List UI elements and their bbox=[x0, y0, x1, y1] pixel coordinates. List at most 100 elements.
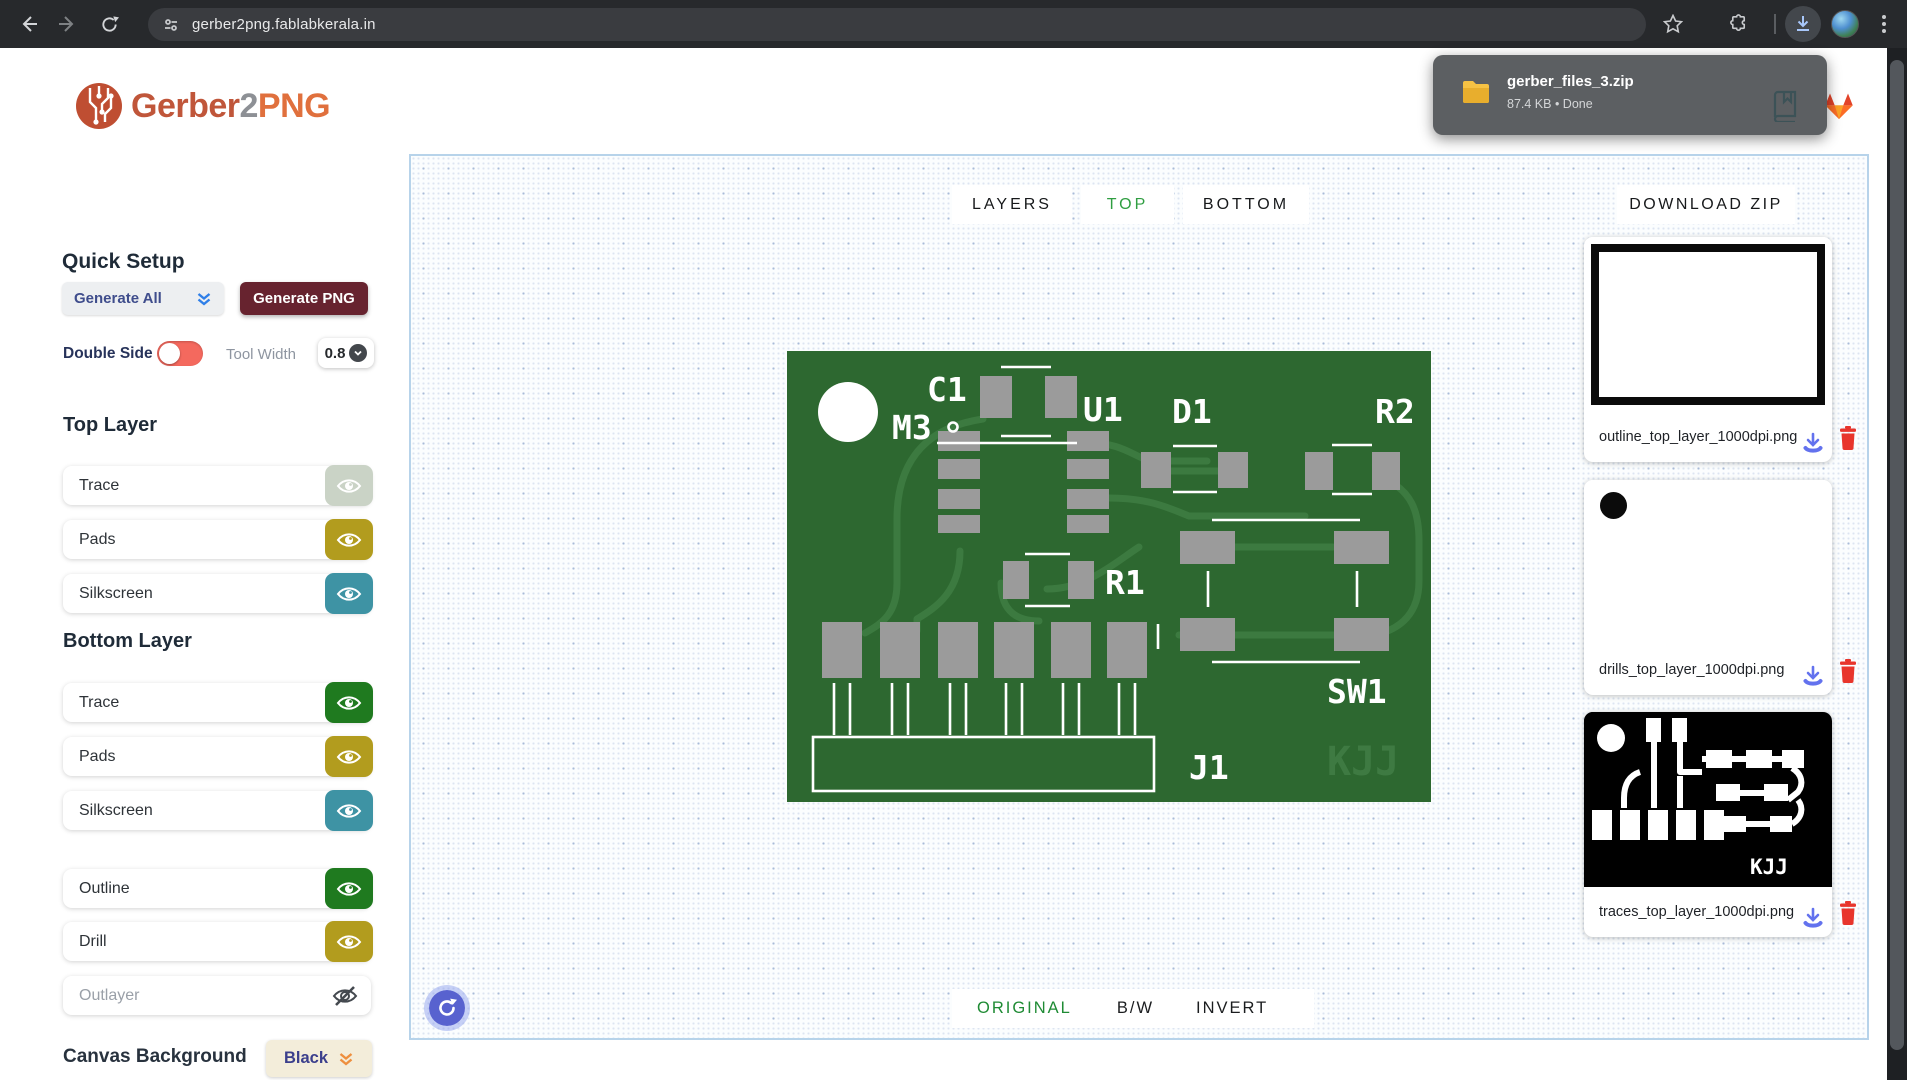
pcb-label-m3: M3 bbox=[892, 408, 932, 447]
download-filename: gerber_files_3.zip bbox=[1507, 73, 1634, 90]
url-text: gerber2png.fablabkerala.in bbox=[192, 16, 376, 33]
eye-icon[interactable] bbox=[325, 790, 373, 831]
trash-icon[interactable] bbox=[1838, 659, 1858, 683]
eye-icon[interactable] bbox=[325, 921, 373, 962]
refresh-icon bbox=[436, 997, 458, 1019]
eye-icon[interactable] bbox=[325, 736, 373, 777]
layer-label: Silkscreen bbox=[79, 801, 153, 819]
eye-icon[interactable] bbox=[325, 868, 373, 909]
folder-icon bbox=[1461, 79, 1491, 105]
pcb-label-j1: J1 bbox=[1189, 748, 1229, 787]
chevron-double-down-icon bbox=[196, 291, 212, 307]
pcb-label-u1: U1 bbox=[1083, 390, 1123, 429]
refresh-button[interactable] bbox=[424, 985, 470, 1031]
download-zip-button[interactable]: DOWNLOAD ZIP bbox=[1617, 185, 1795, 224]
view-tab-bw[interactable]: B/W bbox=[1116, 999, 1155, 1017]
tool-width-value: 0.8 bbox=[324, 344, 346, 362]
layer-row-bottom-pads: Pads bbox=[63, 736, 373, 777]
traces-preview-image[interactable]: KJJ bbox=[1584, 712, 1832, 887]
pcb-label-d1: D1 bbox=[1172, 392, 1212, 431]
app-logo: Gerber2PNG bbox=[75, 82, 331, 130]
canvas-background-value: Black bbox=[283, 1049, 329, 1067]
avatar[interactable] bbox=[1831, 10, 1859, 38]
generate-png-button[interactable]: Generate PNG bbox=[240, 282, 368, 315]
tool-width-label: Tool Width bbox=[226, 346, 297, 363]
file-card-traces: KJJ traces_top_layer_1000dpi.png bbox=[1584, 712, 1856, 937]
layer-label: Outline bbox=[79, 879, 130, 897]
download-file-icon[interactable] bbox=[1802, 432, 1824, 454]
gitlab-icon[interactable] bbox=[1824, 92, 1854, 120]
book-icon[interactable] bbox=[1772, 90, 1798, 122]
star-icon[interactable] bbox=[1658, 0, 1688, 48]
trash-icon[interactable] bbox=[1838, 426, 1858, 450]
pcb-preview-image: C1 M3 U1 D1 R2 R1 SW1 J1 KJJ bbox=[787, 351, 1431, 802]
extensions-icon[interactable] bbox=[1722, 0, 1754, 48]
view-tab-invert[interactable]: INVERT bbox=[1196, 999, 1269, 1017]
scrollbar-thumb[interactable] bbox=[1890, 60, 1904, 1050]
tab-top[interactable]: TOP bbox=[1081, 185, 1174, 224]
traces-watermark: KJJ bbox=[1750, 855, 1788, 879]
url-bar[interactable]: gerber2png.fablabkerala.in bbox=[148, 8, 1646, 41]
chevron-double-down-icon bbox=[338, 1051, 354, 1067]
layer-label: Silkscreen bbox=[79, 584, 153, 602]
generate-all-button[interactable]: Generate All bbox=[62, 282, 224, 315]
download-notification[interactable]: gerber_files_3.zip 87.4 KB • Done bbox=[1433, 55, 1827, 135]
layer-row-drill: Drill bbox=[63, 921, 373, 962]
trash-icon[interactable] bbox=[1838, 901, 1858, 925]
tune-icon[interactable] bbox=[162, 16, 180, 34]
view-tab-original[interactable]: ORIGINAL bbox=[977, 999, 1072, 1017]
top-layer-title: Top Layer bbox=[63, 414, 158, 436]
tool-width-select[interactable]: 0.8 bbox=[318, 338, 374, 368]
double-side-label: Double Side bbox=[63, 345, 153, 362]
pcb-drill-hole bbox=[818, 382, 878, 442]
layer-row-outlayer: Outlayer bbox=[63, 976, 371, 1015]
reload-icon[interactable] bbox=[94, 0, 124, 48]
layer-row-top-silkscreen: Silkscreen bbox=[63, 573, 373, 614]
layer-row-bottom-trace: Trace bbox=[63, 682, 373, 723]
layer-row-outline: Outline bbox=[63, 868, 373, 909]
logo-text: Gerber2PNG bbox=[131, 86, 331, 125]
pcb-watermark-kjj: KJJ bbox=[1327, 739, 1399, 785]
file-name: traces_top_layer_1000dpi.png bbox=[1599, 904, 1795, 920]
outline-preview-image[interactable] bbox=[1584, 237, 1832, 412]
file-card-outline: outline_top_layer_1000dpi.png bbox=[1584, 237, 1856, 462]
eye-off-icon[interactable] bbox=[331, 984, 361, 1008]
download-meta: 87.4 KB • Done bbox=[1507, 97, 1593, 111]
eye-icon[interactable] bbox=[325, 519, 373, 560]
view-mode-bar: ORIGINAL B/W INVERT bbox=[952, 989, 1314, 1028]
file-card-drills: drills_top_layer_1000dpi.png bbox=[1584, 480, 1856, 695]
pcb-label-r1: R1 bbox=[1105, 563, 1145, 602]
pcb-label-sw1: SW1 bbox=[1327, 672, 1387, 711]
toolbar-separator bbox=[1774, 14, 1776, 34]
tab-layers[interactable]: LAYERS bbox=[952, 185, 1072, 224]
layer-label: Trace bbox=[79, 476, 120, 494]
bottom-layer-title: Bottom Layer bbox=[63, 630, 192, 652]
quick-setup-title: Quick Setup bbox=[62, 250, 185, 273]
canvas-background-select[interactable]: Black bbox=[266, 1040, 372, 1077]
file-name: drills_top_layer_1000dpi.png bbox=[1599, 662, 1785, 678]
layer-row-bottom-silkscreen: Silkscreen bbox=[63, 790, 373, 831]
file-name: outline_top_layer_1000dpi.png bbox=[1599, 429, 1798, 445]
eye-icon[interactable] bbox=[325, 573, 373, 614]
menu-icon[interactable] bbox=[1870, 0, 1898, 48]
outlayer-placeholder: Outlayer bbox=[79, 986, 140, 1004]
drills-preview-image[interactable] bbox=[1584, 480, 1832, 645]
tab-bottom[interactable]: BOTTOM bbox=[1183, 185, 1309, 224]
page-scrollbar[interactable] bbox=[1887, 48, 1907, 1080]
layer-label: Pads bbox=[79, 747, 116, 765]
download-file-icon[interactable] bbox=[1802, 665, 1824, 687]
pcb-label-c1: C1 bbox=[927, 370, 967, 409]
double-side-toggle[interactable] bbox=[157, 341, 203, 366]
generate-all-label: Generate All bbox=[74, 290, 162, 307]
eye-icon[interactable] bbox=[325, 465, 373, 506]
layer-label: Trace bbox=[79, 693, 120, 711]
toggle-knob bbox=[159, 343, 180, 364]
download-file-icon[interactable] bbox=[1802, 907, 1824, 929]
forward-icon[interactable] bbox=[52, 0, 82, 48]
layer-label: Drill bbox=[79, 932, 107, 950]
layer-row-top-trace: Trace bbox=[63, 465, 373, 506]
download-toolbar-icon[interactable] bbox=[1785, 6, 1821, 42]
back-icon[interactable] bbox=[14, 0, 44, 48]
pcb-canvas: LAYERS TOP BOTTOM DOWNLOAD ZIP bbox=[409, 154, 1869, 1040]
eye-icon[interactable] bbox=[325, 682, 373, 723]
